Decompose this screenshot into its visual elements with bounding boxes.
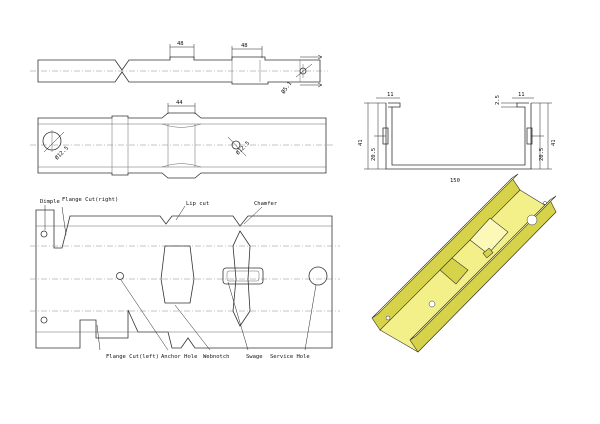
label-chamfer: Chamfer — [254, 201, 278, 207]
front-hole-dim-2: Ø12.5 — [234, 140, 251, 157]
sec-lip-left: 11 — [387, 92, 394, 98]
sec-height-left: 41 — [358, 139, 364, 146]
sec-height-right: 41 — [551, 139, 557, 146]
label-flange-cut-left: Flange Cut(left) — [106, 354, 159, 360]
front-hole-dim-1: Ø12.5 — [53, 145, 70, 162]
label-flange-cut-right: Flange Cut(right) — [62, 197, 118, 203]
sec-half-left: 20.5 — [371, 148, 377, 161]
top-dim-a: 48 — [177, 41, 184, 47]
front-dim-a: 44 — [176, 100, 183, 106]
label-swage: Swage — [246, 354, 263, 360]
sec-span: 150 — [450, 178, 460, 184]
front-view: 44 Ø12.5 Ø12.5 — [30, 100, 334, 179]
sec-lip-right: 11 — [518, 92, 525, 98]
label-service-hole: Service Hole — [270, 354, 310, 360]
label-dimple: Dimple — [40, 199, 60, 205]
label-lip-cut: Lip cut — [186, 201, 209, 207]
top-hole-dim: Ø5.1 — [280, 80, 293, 95]
flat-pattern: Dimple Flange Cut(right) Lip cut Chamfer… — [30, 197, 340, 360]
top-dim-b: 48 — [241, 43, 248, 49]
sec-half-right: 20.5 — [539, 148, 545, 161]
label-webnotch: Webnotch — [203, 354, 230, 360]
section-view: 41 20.5 41 20.5 11 11 2.5 150 — [358, 92, 557, 184]
iso-render — [371, 173, 557, 353]
top-view: 48 48 Ø5.1 — [30, 41, 328, 95]
label-anchor-hole: Anchor Hole — [161, 354, 197, 360]
sec-small: 2.5 — [495, 95, 501, 105]
